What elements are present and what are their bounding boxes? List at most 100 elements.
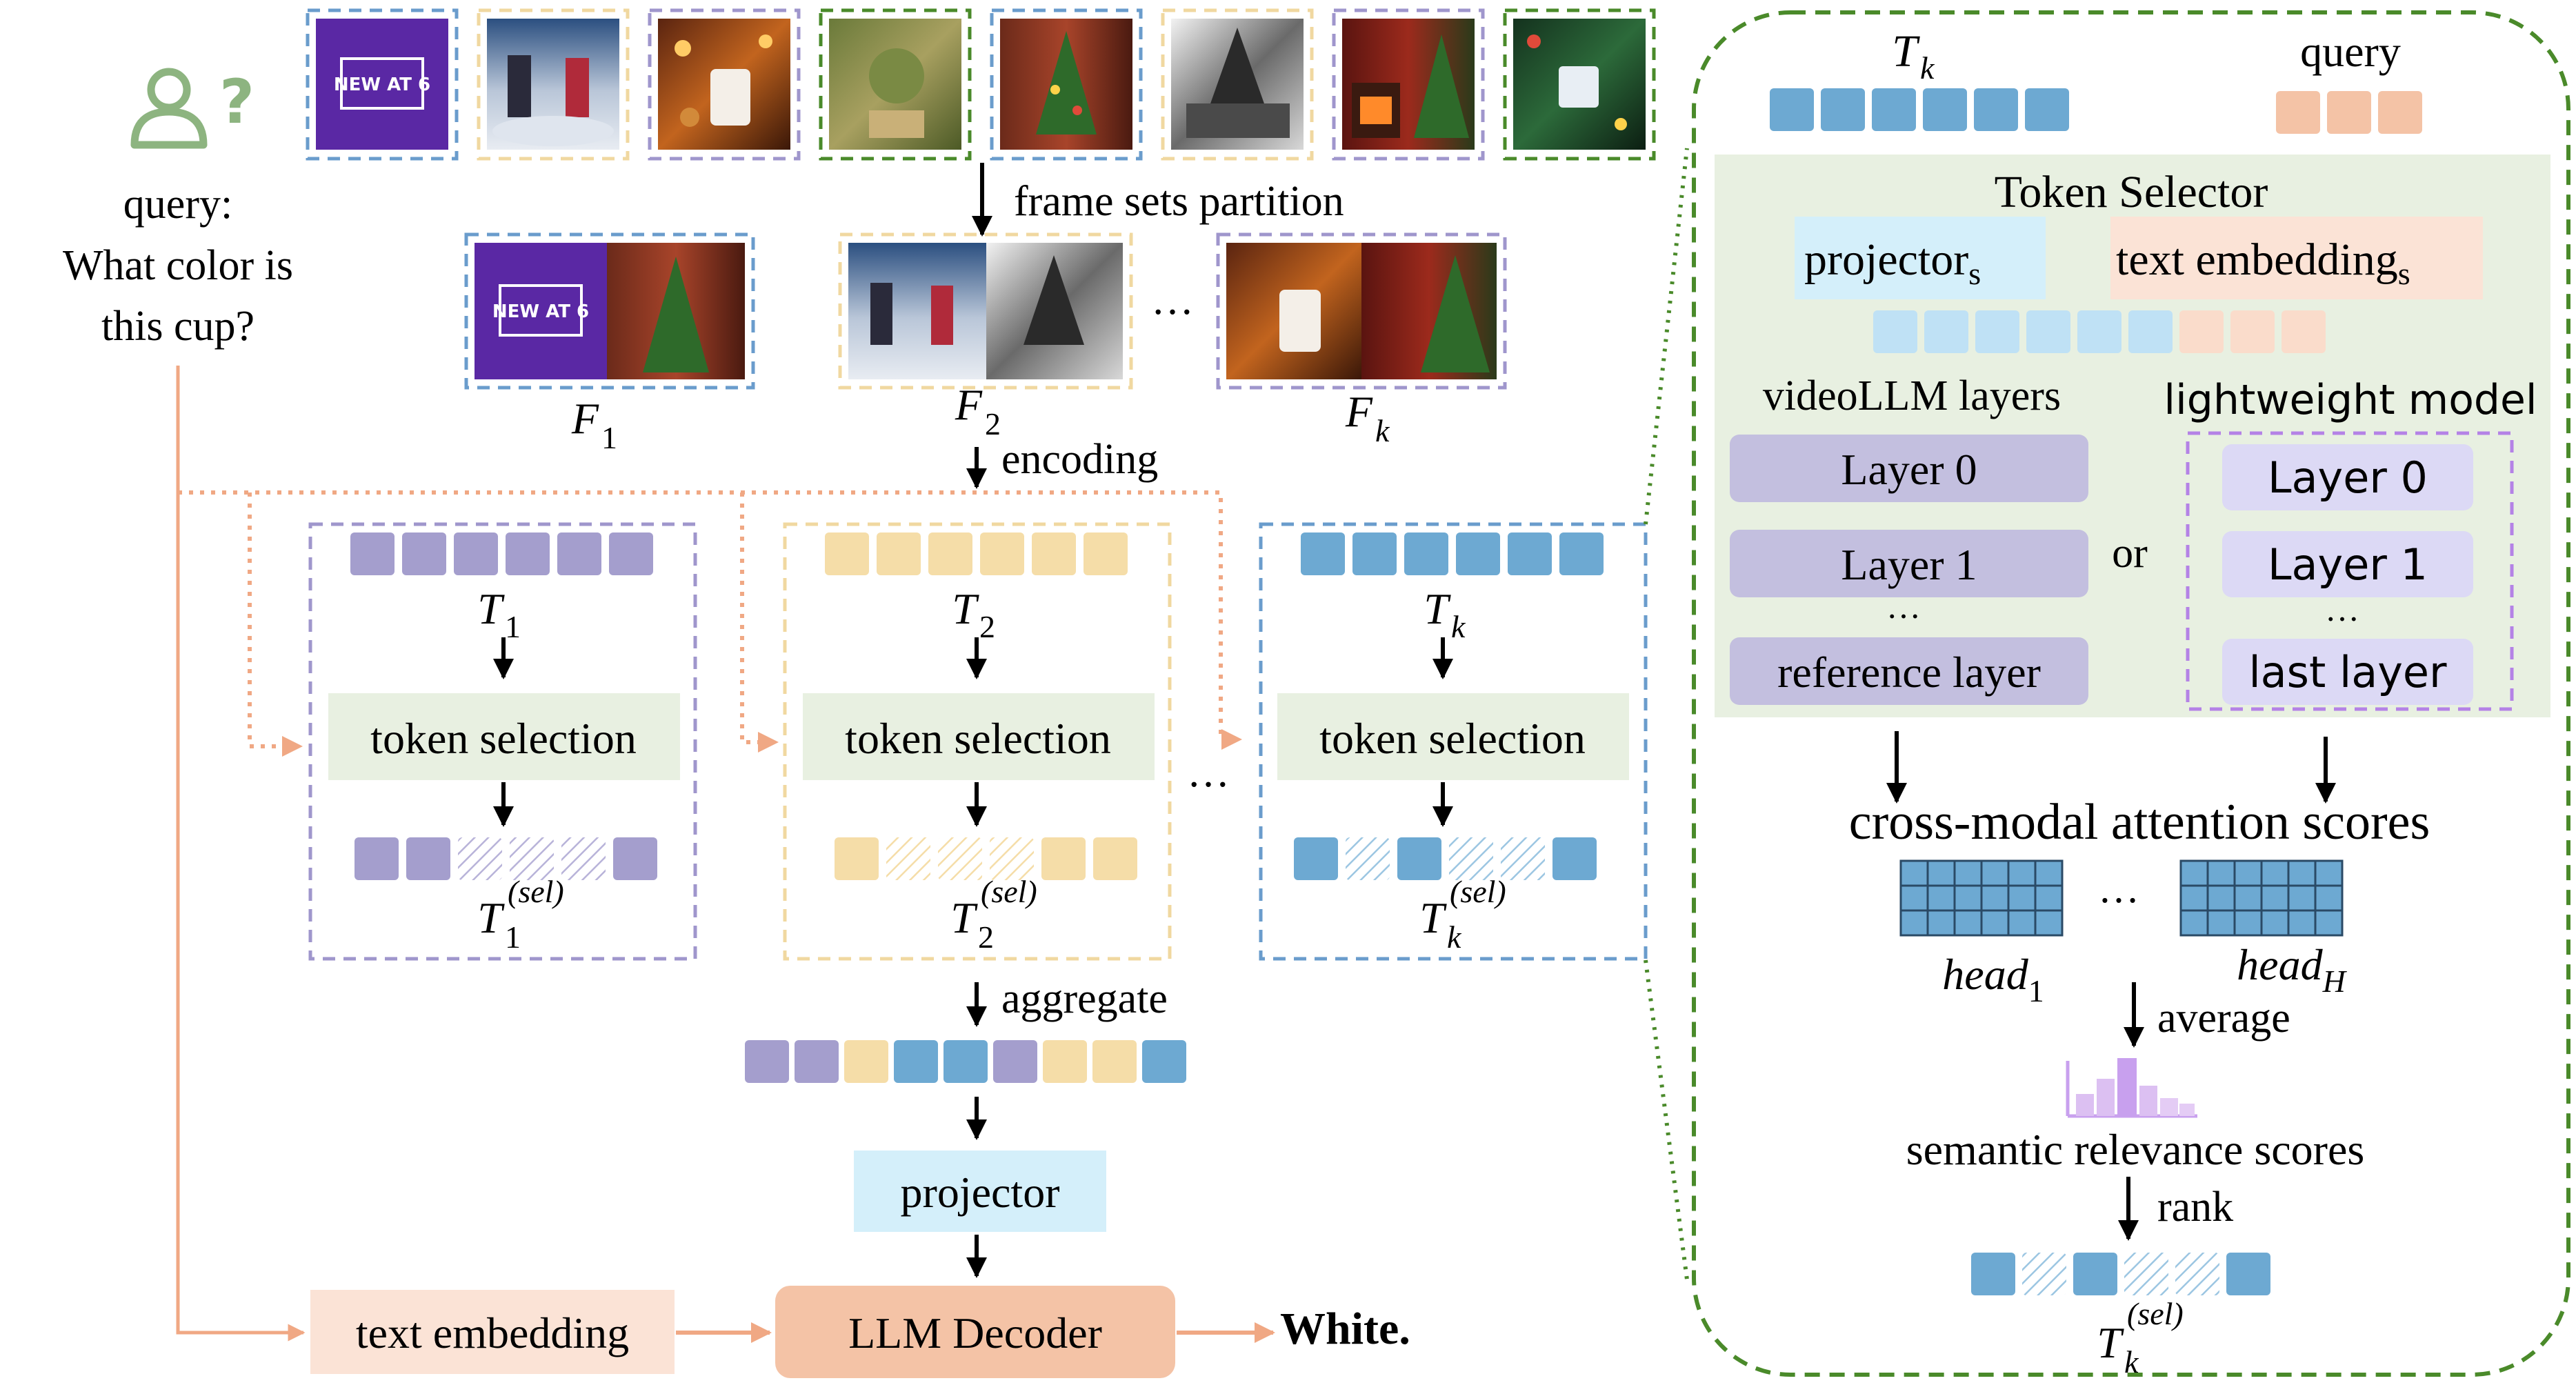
token (2226, 1253, 2270, 1295)
lightweight-layer-label: last layer (2248, 647, 2447, 697)
token (2276, 91, 2320, 134)
frame-thumbnail (1503, 8, 1656, 161)
token (1449, 837, 1493, 880)
token (613, 837, 657, 880)
selected-sup: (sel) (508, 874, 564, 909)
token (1924, 310, 1968, 353)
token (406, 837, 450, 880)
lightweight-last-layer (2222, 639, 2473, 705)
token (2025, 88, 2069, 131)
panel-selected-sub: k (2124, 1344, 2139, 1380)
frame-set-sub: 1 (601, 420, 617, 455)
token (1142, 1040, 1186, 1083)
selected-token-sequence (1294, 837, 1597, 880)
token (561, 837, 606, 880)
branch-1: T 1 token selection T (sel) 1 (308, 522, 697, 961)
frame-set-label-k: F k (1345, 387, 1390, 448)
frame-thumbnail (990, 8, 1143, 161)
token (2175, 1253, 2219, 1295)
token (1923, 88, 1967, 131)
text-embedding-label: text embedding (356, 1308, 629, 1357)
projector-s-box (1795, 217, 2046, 299)
videollm-reference-layer (1730, 637, 2088, 705)
panel-tk-name: T (1892, 26, 1920, 77)
frame-set-sub: k (1375, 413, 1390, 448)
token (1873, 310, 1917, 353)
videollm-layers-title: videoLLM layers (1763, 372, 2061, 419)
frame-sets-ellipsis: … (1151, 277, 1194, 323)
query-text-line2: this cup? (101, 303, 254, 350)
panel-connector-top (1644, 148, 1689, 525)
token (1041, 837, 1086, 880)
token (928, 532, 972, 575)
token (2378, 91, 2422, 134)
token-name: T (1424, 584, 1451, 633)
token-sub: 2 (979, 609, 995, 644)
visual-token-sequence (1770, 88, 2069, 131)
panel-selected-name: T (2097, 1318, 2124, 1367)
lightweight-model-title: lightweight model (2164, 376, 2537, 424)
frame-set-name: F (1345, 387, 1373, 436)
lightweight-layer-label: Layer 1 (2268, 539, 2428, 590)
token (980, 532, 1024, 575)
token (795, 1040, 839, 1083)
panel-selected-sup: (sel) (2127, 1296, 2184, 1331)
token-selection-box (328, 693, 680, 780)
lightweight-layer-0 (2222, 444, 2473, 510)
user-question-icon: ? (130, 66, 254, 149)
or-label: or (2112, 530, 2148, 577)
frame-thumbnail (819, 8, 972, 161)
llm-decoder-label: LLM Decoder (848, 1308, 1102, 1357)
token-name: T (952, 584, 979, 633)
projector-label: projector (901, 1168, 1060, 1217)
selected-sub: 2 (978, 919, 994, 955)
token (506, 532, 550, 575)
token-selector-panel (1692, 10, 2570, 1377)
lightweight-layer-1 (2222, 531, 2473, 597)
branches-ellipsis: … (1187, 749, 1230, 796)
token (2230, 310, 2275, 353)
frame-thumbnail (1332, 8, 1485, 161)
attention-head-H-grid (2179, 859, 2344, 937)
branch-2: T 2 token selection T (sel) 2 (783, 522, 1172, 961)
selected-name: T (477, 893, 505, 942)
lightweight-model-box (2186, 431, 2514, 711)
head-1-label: head1 (1942, 950, 2044, 1008)
head-H-label: headH (2237, 940, 2347, 999)
token (458, 837, 502, 880)
token (943, 1040, 988, 1083)
token (2073, 1253, 2117, 1295)
token (825, 532, 869, 575)
token-sequence (825, 532, 1128, 575)
token (1501, 837, 1545, 880)
token (1456, 532, 1500, 575)
frame-set-name: F (571, 394, 599, 443)
token (1043, 1040, 1087, 1083)
token (844, 1040, 888, 1083)
token (1404, 532, 1448, 575)
token (454, 532, 498, 575)
query-text-line1: What color is (63, 242, 293, 289)
panel-connector-bottom (1644, 959, 1689, 1280)
average-label: average (2157, 995, 2290, 1042)
videollm-layer-label: Layer 0 (1841, 445, 1977, 494)
rank-label: rank (2157, 1184, 2233, 1231)
selected-name: T (950, 893, 978, 942)
token (2022, 1253, 2066, 1295)
token (2124, 1253, 2168, 1295)
token (745, 1040, 789, 1083)
token (2077, 310, 2121, 353)
videollm-layer-ellipsis: … (1886, 587, 1921, 626)
text-embedding-s-label: text embeddings (2116, 235, 2410, 291)
query-label: query: (123, 181, 232, 228)
panel-query-label: query (2300, 27, 2401, 76)
token (1872, 88, 1916, 131)
token (894, 1040, 938, 1083)
token-sequence (350, 532, 653, 575)
token-name: T (477, 584, 505, 633)
selected-sub: k (1447, 919, 1462, 955)
frame-set-sub: 2 (985, 406, 1001, 441)
token (1093, 837, 1137, 880)
frame-set-1: NEW AT 6 (464, 232, 755, 390)
